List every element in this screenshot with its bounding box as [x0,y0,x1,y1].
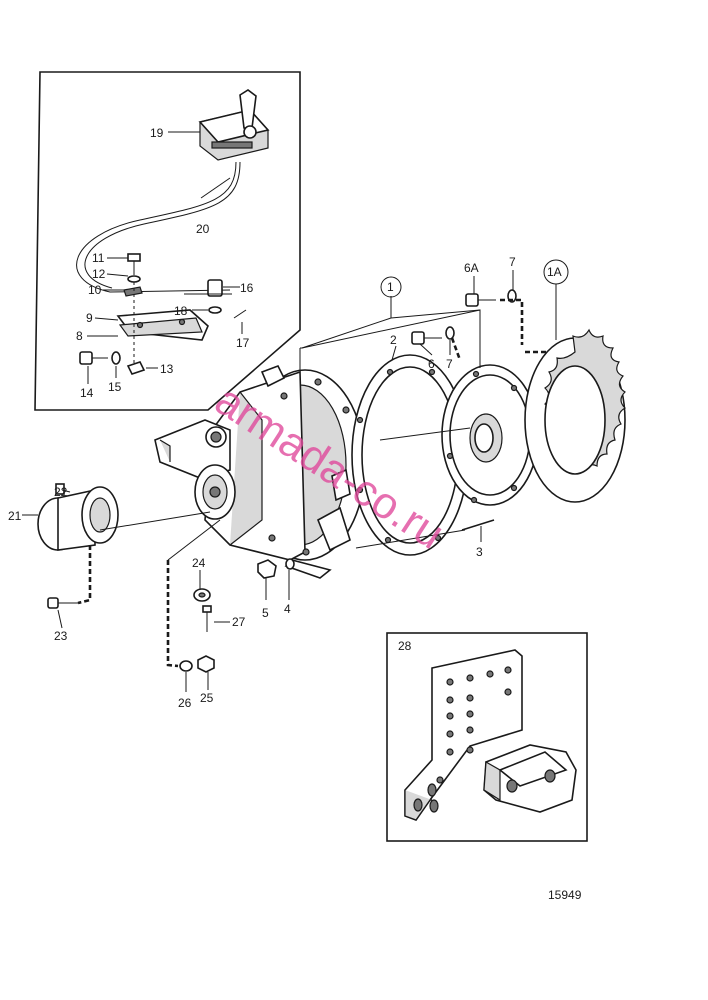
callout-7-mid: 7 [446,357,453,371]
callout-8: 8 [76,329,83,343]
drawing-number: 15949 [548,888,582,902]
control-cable [76,161,237,293]
callout-labels: 19 20 11 12 10 16 18 9 8 17 14 15 13 1 6… [8,126,562,710]
callout-23: 23 [54,629,68,643]
bolt-6A [465,289,517,307]
callout-16: 16 [240,281,254,295]
stud-3 [461,519,495,531]
callout-9: 9 [86,311,93,325]
gasket-2 [351,354,469,556]
nut-5 [257,558,295,579]
bolt-14 [79,351,146,375]
callout-17: 17 [236,336,250,350]
callout-28: 28 [398,639,412,653]
callout-27: 27 [232,615,246,629]
callout-3: 3 [476,545,483,559]
callout-1: 1 [387,280,394,294]
callout-25: 25 [200,691,214,705]
callout-21: 21 [8,509,22,523]
callout-24: 24 [192,556,206,570]
callout-circle-1A [543,259,569,285]
bracket-inset [386,632,588,842]
callout-2: 2 [390,333,397,347]
remote-control-inset [34,71,301,411]
callout-1A: 1A [547,265,562,279]
callout-10: 10 [88,283,102,297]
callout-circle-1 [380,276,402,298]
callout-26: 26 [178,696,192,710]
callout-11: 11 [92,251,105,265]
flexible-coupling [524,328,626,503]
callout-6: 6 [428,357,435,371]
bolt-6 [411,326,455,345]
callout-19: 19 [150,126,164,140]
callout-22: 22 [54,485,68,499]
callout-4: 4 [284,602,291,616]
callout-7-top: 7 [509,255,516,269]
mounting-plate-8 [116,309,209,341]
callout-13: 13 [160,362,174,376]
callout-6A: 6A [464,261,479,275]
bracket-16 [184,279,232,314]
control-cable-inner [84,161,241,289]
drive-plate [441,364,539,506]
oil-cooler [37,483,119,609]
callout-15: 15 [108,380,122,394]
mounting-parts [179,588,215,673]
callout-12: 12 [92,267,106,281]
reverse-gear-housing [154,364,366,579]
callout-14: 14 [80,386,94,400]
control-lever-housing [198,89,270,161]
callout-20: 20 [196,222,210,236]
bolt-11 [123,253,143,297]
bracket-holes [413,666,512,813]
callout-18: 18 [174,304,188,318]
callout-5: 5 [262,606,269,620]
